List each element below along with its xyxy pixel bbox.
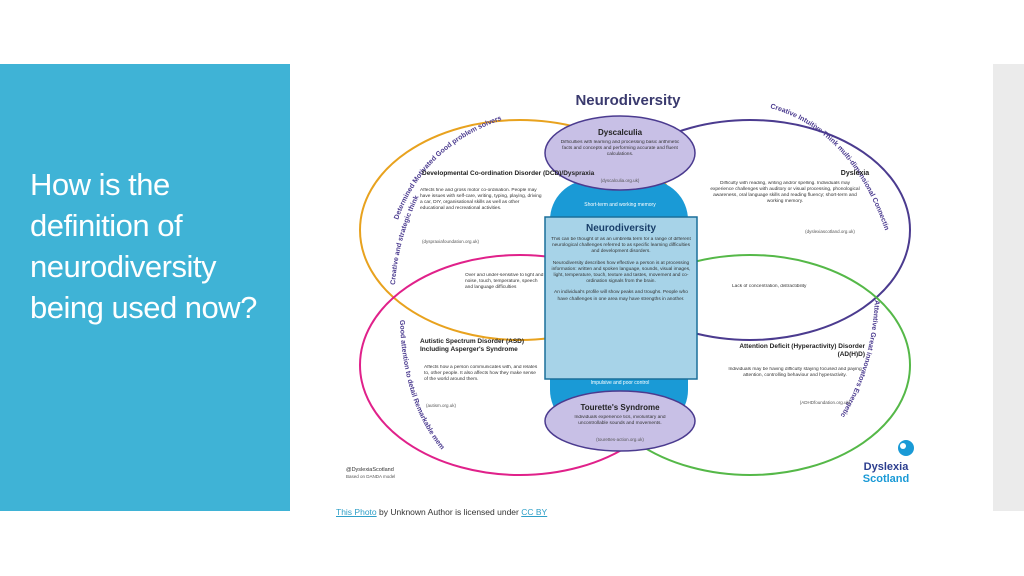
adhd-title-box: Attention Deficit (Hyperactivity) Disord… xyxy=(739,343,865,358)
dcd-title-line: Developmental Co-ordination Disorder (DC… xyxy=(422,170,595,177)
centre-paragraph-3: An individual's profile will show peaks … xyxy=(554,290,688,302)
diagram-heading: Neurodiversity xyxy=(575,92,681,109)
photo-attribution: This Photo by Unknown Author is licensed… xyxy=(336,507,547,517)
centre-paragraph-1: This can be thought of as an umbrella te… xyxy=(551,237,691,255)
dyscalculia-title: Dyscalculia xyxy=(598,128,643,137)
centre-paragraph-2: Neurodiversity describes how effective a… xyxy=(551,260,691,285)
credit-model: Based on DANDA model xyxy=(346,474,395,479)
dyscalculia-oval xyxy=(544,115,696,191)
shared-bottom-label: Impulsive and poor control xyxy=(591,380,650,386)
dyscalculia-source: (dyscalculia.org.uk) xyxy=(601,178,640,183)
asd-source: (autism.org.uk) xyxy=(426,403,457,408)
tourettes-oval xyxy=(544,390,696,452)
asd-body: Affects how a person communicates with, … xyxy=(424,365,538,382)
dyscalculia-body-box: Difficulties with learning and processin… xyxy=(560,140,680,157)
adhd-source: (ADHDfoundation.org.uk) xyxy=(800,400,851,405)
tourettes-body: Individuals experience tics, involuntary… xyxy=(574,415,666,426)
credit-handle: @DyslexiaScotland xyxy=(346,467,394,473)
overlap-sensory: Over and under-sensitive to light and no… xyxy=(465,273,544,290)
centre-text-box: This can be thought of as an umbrella te… xyxy=(551,237,691,302)
adhd-title: Attention Deficit (Hyperactivity) Disord… xyxy=(739,343,865,358)
adhd-body: Individuals may be having difficulty sta… xyxy=(728,367,862,378)
dcd-title: Developmental Co-ordination Disorder (DC… xyxy=(422,170,595,177)
scrollbar-strip xyxy=(993,64,1024,511)
this-photo-link[interactable]: This Photo xyxy=(336,507,377,517)
adhd-body-box: Individuals may be having difficulty sta… xyxy=(728,367,862,378)
shared-top-label: Short-term and working memory xyxy=(584,202,656,208)
dyscalculia-body: Difficulties with learning and processin… xyxy=(560,140,680,157)
tourettes-source: (tourettes-action.org.uk) xyxy=(596,437,644,442)
dyslexia-source: (dyslexiascotland.org.uk) xyxy=(805,229,855,234)
dyslexia-scotland-logo: Dyslexia Scotland xyxy=(863,440,914,485)
cc-by-link[interactable]: CC BY xyxy=(521,507,548,517)
overlap-attention: Lack of concentration, distractibility xyxy=(732,284,807,289)
overlap-attention-box: Lack of concentration, distractibility xyxy=(732,284,807,289)
dyslexia-title: Dyslexia xyxy=(841,170,870,177)
tourettes-title: Tourette's Syndrome xyxy=(580,403,660,412)
logo-line-2: Scotland xyxy=(863,473,909,485)
dcd-body: Affects fine and gross motor co-ordinati… xyxy=(420,188,542,211)
dcd-body-box: Affects fine and gross motor co-ordinati… xyxy=(420,188,542,211)
centre-box xyxy=(544,216,698,380)
slide-title: How is the definition of neurodiversity … xyxy=(30,167,257,325)
asd-title-box: Autistic Spectrum Disorder (ASD) Includi… xyxy=(420,338,525,353)
centre-title: Neurodiversity xyxy=(586,223,656,234)
dyslexia-body-box: Difficulty with reading, writing and/or … xyxy=(710,181,860,204)
logo-mark-icon xyxy=(898,440,914,456)
overlap-sensory-box: Over and under-sensitive to light and no… xyxy=(465,273,544,290)
logo-mark-inner-icon xyxy=(900,443,906,449)
dcd-source: (dyspraxiafoundation.org.uk) xyxy=(422,239,480,244)
logo-line-1: Dyslexia xyxy=(864,461,910,473)
dyslexia-body: Difficulty with reading, writing and/or … xyxy=(710,181,860,204)
attribution-text: by Unknown Author is licensed under xyxy=(376,507,522,517)
title-panel: How is the definition of neurodiversity … xyxy=(0,64,290,511)
asd-body-box: Affects how a person communicates with, … xyxy=(424,365,538,382)
neurodiversity-diagram: Determined Motivated Good problem solver… xyxy=(340,80,932,492)
asd-title: Autistic Spectrum Disorder (ASD) Includi… xyxy=(420,338,525,353)
tourettes-body-box: Individuals experience tics, involuntary… xyxy=(574,415,666,426)
